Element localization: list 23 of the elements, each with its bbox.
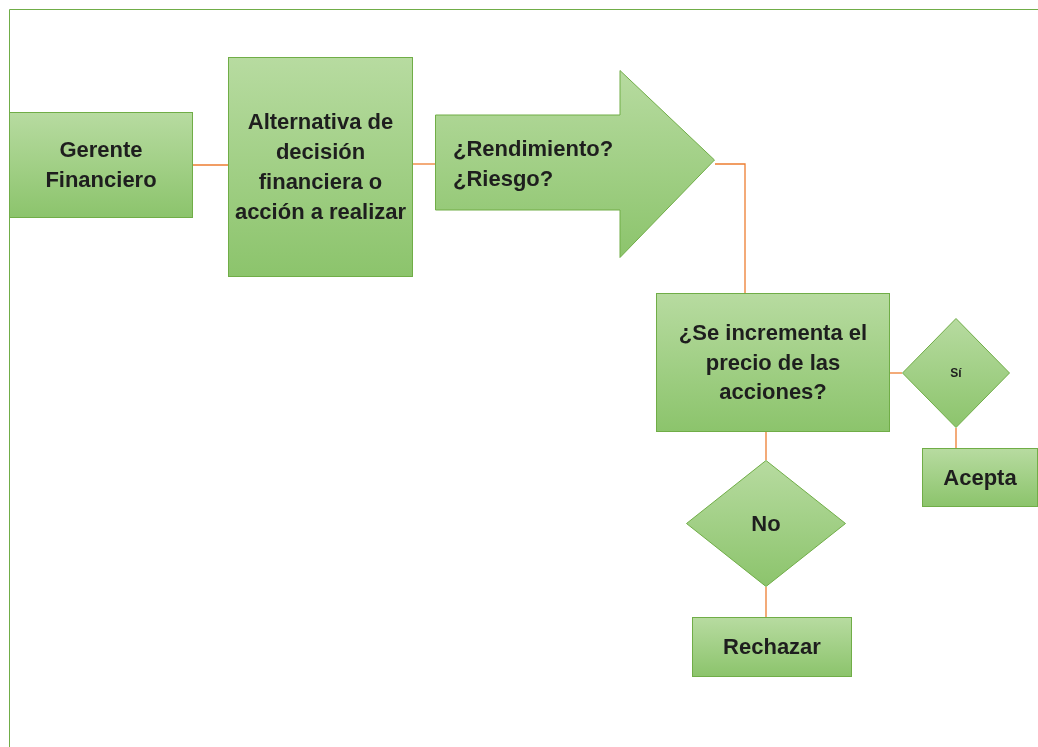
connector-line	[412, 163, 436, 165]
node-label: Acepta	[943, 463, 1017, 492]
decision-diamond	[902, 318, 1010, 428]
connector-line	[765, 431, 767, 461]
connector-line	[192, 164, 229, 166]
process-box	[228, 57, 413, 277]
node-label: ¿Se incrementa el precio de las acciones?	[677, 318, 869, 407]
process-box	[922, 448, 1038, 507]
connector-line	[889, 372, 903, 374]
node-label: Gerente Financiero	[44, 136, 158, 194]
process-box	[656, 293, 890, 432]
process-box	[692, 617, 852, 677]
node-label: Alternativa de decisión financiera o acción a realizar	[234, 108, 407, 226]
process-box	[9, 112, 193, 218]
connector-line	[955, 427, 957, 449]
arrow-shape	[435, 70, 715, 258]
node-label: Sí	[950, 364, 962, 382]
decision-diamond	[686, 460, 846, 587]
connector-line	[714, 163, 746, 294]
node-label: ¿Rendimiento? ¿Riesgo?	[453, 135, 615, 193]
node-label: No	[751, 509, 781, 538]
connector-line	[765, 586, 767, 618]
node-label: Rechazar	[723, 633, 821, 662]
